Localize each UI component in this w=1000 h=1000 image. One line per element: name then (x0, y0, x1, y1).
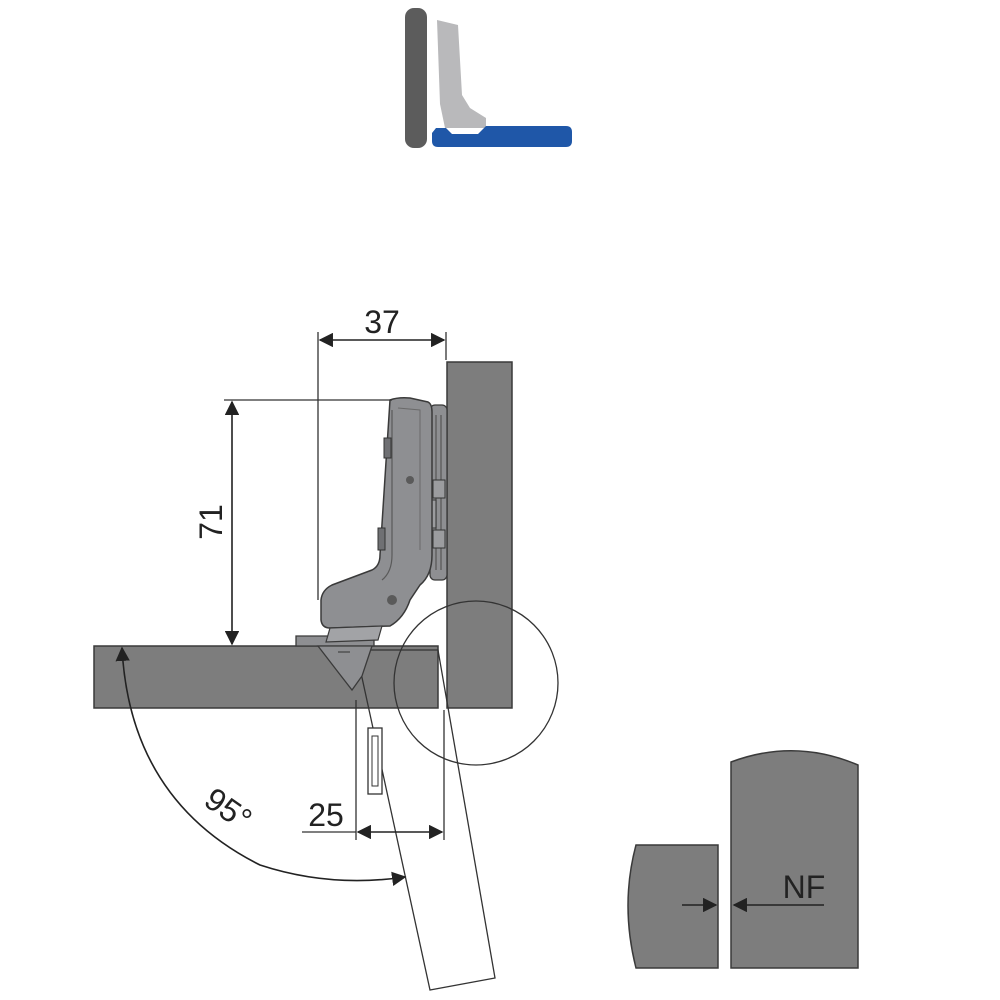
hinge-arm (320, 397, 433, 629)
detail-side-piece (730, 750, 859, 969)
mounting-plate (423, 404, 448, 581)
dimension-37-label: 37 (364, 304, 400, 340)
gap-label: NF (783, 869, 826, 905)
dimension-71: 71 (193, 399, 392, 646)
cabinet-side-panel (446, 361, 513, 709)
icon-door-blue (432, 126, 572, 147)
door-panel-closed (93, 645, 439, 709)
dimension-71-label: 71 (193, 504, 229, 540)
gap-detail-view: NF (627, 750, 859, 969)
opening-angle-label: 95° (198, 780, 258, 837)
icon-side-panel (405, 8, 427, 148)
overlay-type-icon (405, 8, 572, 148)
dimension-37: 37 (317, 304, 447, 600)
open-door-hinge-plate (367, 727, 383, 795)
icon-hinge-silhouette (437, 20, 486, 128)
dimension-25-label: 25 (308, 797, 344, 833)
detail-door-piece (627, 844, 719, 969)
